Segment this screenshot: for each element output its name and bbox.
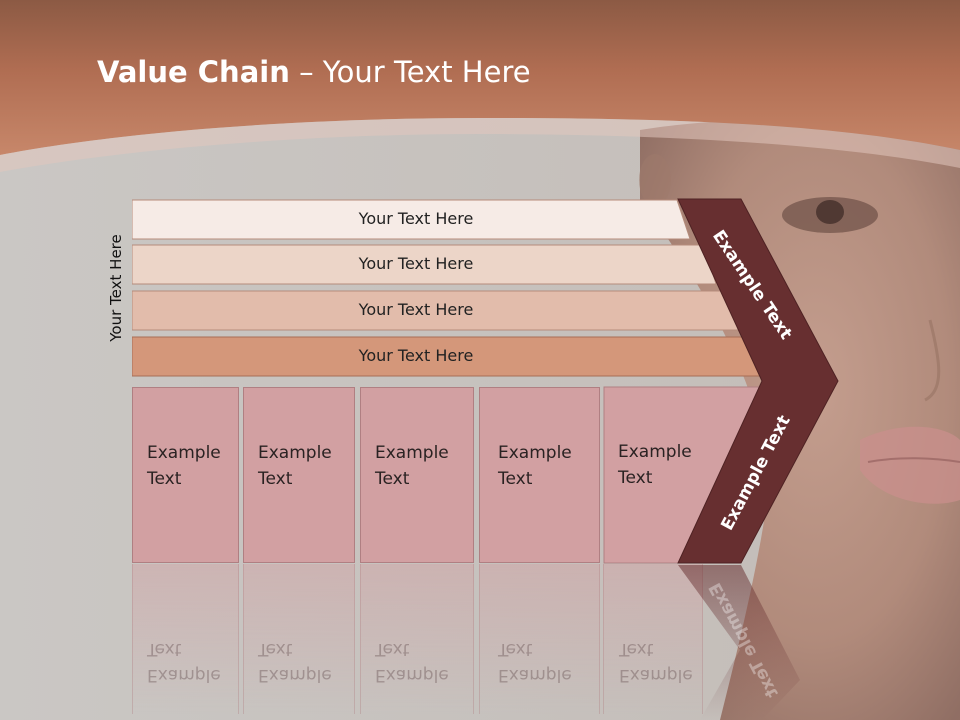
- band-4: Your Text Here: [132, 336, 768, 377]
- band-3-label: Your Text Here: [358, 300, 474, 319]
- band-4-label: Your Text Here: [358, 346, 474, 365]
- band-2-label: Your Text Here: [358, 254, 474, 273]
- box-2-line1: Example: [258, 443, 332, 463]
- box-4-line1: Example: [498, 443, 572, 463]
- band-1-label: Your Text Here: [358, 209, 474, 228]
- title-rest: – Your Text Here: [289, 55, 531, 89]
- box-4-line2: Text: [498, 469, 533, 489]
- box-2-line2: Text: [258, 469, 293, 489]
- box-5-line1: Example: [618, 442, 692, 462]
- title-bold: Value Chain: [97, 55, 290, 89]
- box-1-line1: Example: [147, 443, 221, 463]
- box-3-line2: Text: [375, 469, 410, 489]
- box-3-line1: Example: [375, 443, 449, 463]
- box-5-line2: Text: [618, 468, 653, 488]
- band-3: Your Text Here: [132, 290, 744, 331]
- band-1: Your Text Here: [132, 199, 692, 240]
- slide-title: Value Chain – Your Text Here: [97, 55, 531, 89]
- band-2: Your Text Here: [132, 244, 722, 285]
- box-1-line2: Text: [147, 469, 182, 489]
